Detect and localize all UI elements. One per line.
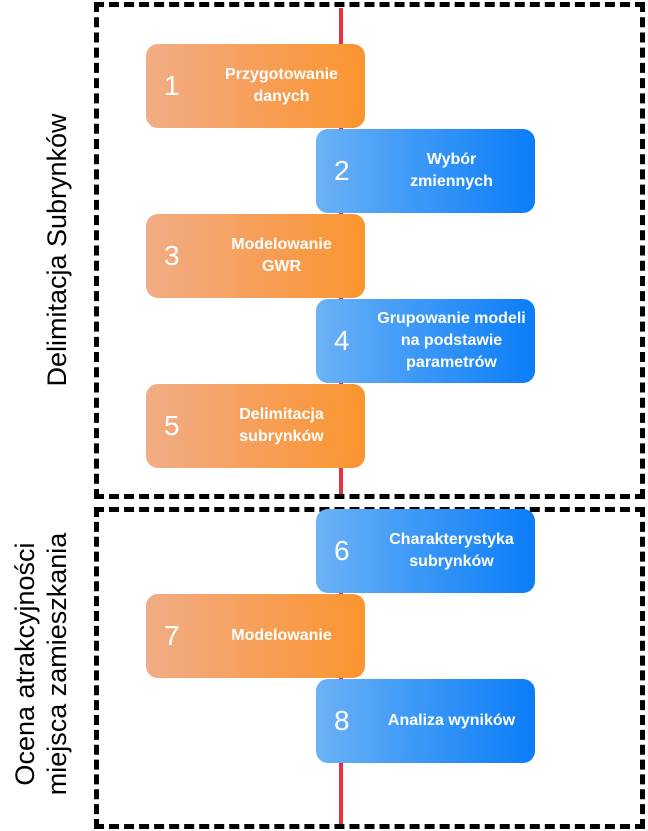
step-text-line: Delimitacja [239,406,324,423]
section-label-attractiveness-line1: Ocena atrakcyjności [10,542,40,786]
step-box-4: 4 Grupowanie modeli na podstawie paramet… [316,299,535,383]
step-number: 8 [334,705,350,736]
step-text: Przygotowanie danych [204,64,359,108]
step-box-5: 5 Delimitacja subrynków [146,384,365,468]
step-box-2: 2 Wybór zmiennych [316,129,535,213]
step-number: 2 [334,155,350,186]
step-number: 7 [164,620,180,651]
section-label-attractiveness-line2: miejsca zamieszkania [42,532,72,796]
step-text: Modelowanie [204,625,359,647]
step-text: Charakterystyka subrynków [374,529,529,573]
step-text-line: na podstawie [400,332,503,349]
step-box-7: 7 Modelowanie [146,594,365,678]
step-text-line: Charakterystyka [389,531,514,548]
step-text-line: danych [253,88,310,105]
section-label-attractiveness-text: Ocena atrakcyjności miejsca zamieszkania [9,533,73,796]
step-text-line: parametrów [406,354,497,371]
step-text-line: Przygotowanie [225,66,338,83]
step-number: 6 [334,535,350,566]
step-number: 3 [164,240,180,271]
step-text: Delimitacja subrynków [204,404,359,448]
step-text-line: GWR [261,258,302,275]
step-text: Modelowanie GWR [204,234,359,278]
step-text-line: Modelowanie [231,627,332,644]
step-box-6: 6 Charakterystyka subrynków [316,509,535,593]
step-text: Wybór zmiennych [374,149,529,193]
step-text-line: Analiza wyników [387,712,516,729]
step-text-line: Modelowanie [231,236,332,253]
step-box-3: 3 Modelowanie GWR [146,214,365,298]
step-text: Analiza wyników [374,710,529,732]
step-text: Grupowanie modeli na podstawie parametró… [374,308,529,374]
section-delimitation-frame [94,2,645,499]
step-text-line: Wybór [426,151,477,168]
step-box-1: 1 Przygotowanie danych [146,44,365,128]
step-number: 5 [164,410,180,441]
step-number: 1 [164,70,180,101]
step-box-8: 8 Analiza wyników [316,679,535,763]
step-text-line: Grupowanie modeli [377,310,526,327]
step-number: 4 [334,325,350,356]
step-text-line: zmiennych [410,173,493,190]
step-text-line: subrynków [409,553,494,570]
step-text-line: subrynków [239,428,324,445]
section-label-delimitation-text: Delimitacja Subrynków [42,113,72,387]
